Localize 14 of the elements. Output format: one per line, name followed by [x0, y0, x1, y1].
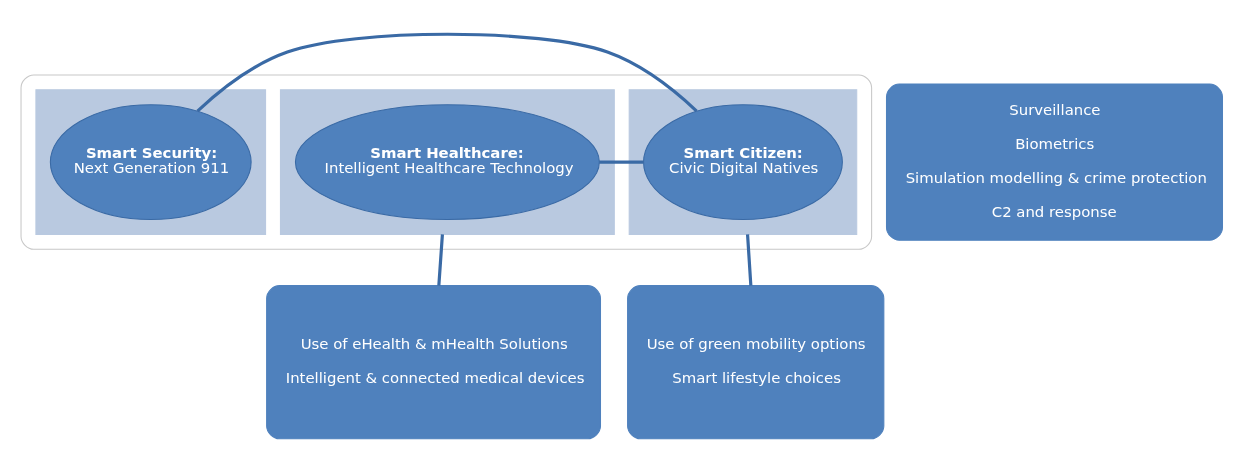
cluster	[628, 88, 858, 235]
node-ellipse: Smart Security: Next Generation 911	[49, 103, 252, 220]
cluster	[35, 88, 267, 235]
node-box: Use of green mobility options Smart lifestyle choices	[627, 284, 885, 439]
connector	[745, 233, 753, 286]
cluster	[20, 73, 873, 250]
node-ellipse: Smart Healthcare: Intelligent Healthcare Technology	[294, 103, 600, 220]
connector	[599, 160, 644, 164]
node-box: Surveillance Biometrics Simulation modelling & crime protection C2 and response	[885, 83, 1223, 241]
cluster	[279, 88, 615, 235]
node-box: Use of eHealth & mHealth Solutions Intelligent & connected medical devices	[266, 284, 601, 439]
node-ellipse: Smart Citizen: Civic Digital Natives	[643, 103, 843, 220]
connector	[196, 32, 698, 112]
connector	[437, 233, 444, 286]
